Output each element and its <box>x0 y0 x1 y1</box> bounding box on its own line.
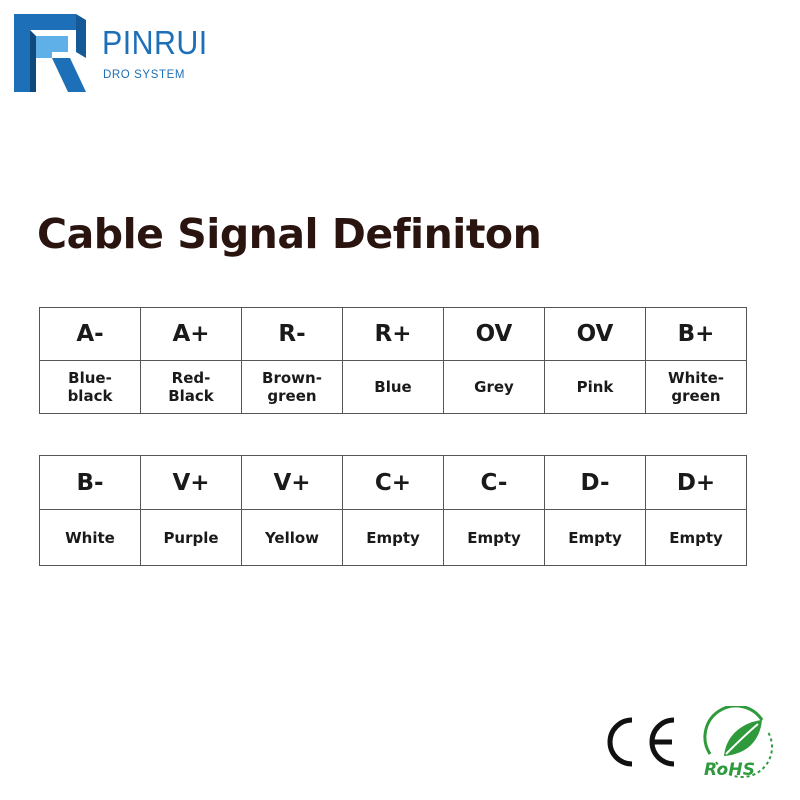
rohs-leaf-icon <box>703 706 773 779</box>
wire-color-cell: Empty <box>544 509 646 566</box>
signal-table-1: A- A+ R- R+ OV OV B+ Blue-black Red-Blac… <box>39 307 747 414</box>
wire-color-label: Blue <box>374 378 412 396</box>
signal-cell: B- <box>39 455 141 510</box>
signal-cell: C+ <box>342 455 444 510</box>
signal-cell: A- <box>39 307 141 361</box>
wire-color-label: Empty <box>669 528 723 547</box>
wire-color-label: White-green <box>668 369 724 405</box>
wire-color-cell: Yellow <box>241 509 343 566</box>
signal-cell: C- <box>443 455 545 510</box>
wire-color-cell: Empty <box>645 509 747 566</box>
color-row: White Purple Yellow Empty Empty Empty Em… <box>39 509 747 566</box>
signal-cell: R+ <box>342 307 444 361</box>
signal-cell: D- <box>544 455 646 510</box>
signal-cell: OV <box>443 307 545 361</box>
wire-color-label: Red-Black <box>168 369 214 405</box>
signal-table-2: B- V+ V+ C+ C- D- D+ White Purple Yellow… <box>39 455 747 566</box>
wire-color-cell: White <box>39 509 141 566</box>
ce-mark-icon <box>607 717 675 767</box>
signal-cell: OV <box>544 307 646 361</box>
wire-color-cell: Brown-green <box>241 360 343 414</box>
signal-cell: A+ <box>140 307 242 361</box>
wire-color-cell: White-green <box>645 360 747 414</box>
wire-color-cell: Purple <box>140 509 242 566</box>
wire-color-cell: Blue <box>342 360 444 414</box>
pinrui-logo-icon <box>14 14 86 92</box>
wire-color-label: Pink <box>576 378 614 396</box>
wire-color-cell: Blue-black <box>39 360 141 414</box>
brand-logo: PINRUI DRO SYSTEM <box>12 12 232 96</box>
wire-color-cell: Grey <box>443 360 545 414</box>
signal-cell: B+ <box>645 307 747 361</box>
wire-color-cell: Pink <box>544 360 646 414</box>
wire-color-label: Empty <box>366 528 420 547</box>
wire-color-cell: Empty <box>443 509 545 566</box>
wire-color-label: Empty <box>568 528 622 547</box>
wire-color-label: White <box>65 528 115 547</box>
color-row: Blue-black Red-Black Brown-green Blue Gr… <box>39 360 747 414</box>
signal-row: A- A+ R- R+ OV OV B+ <box>39 307 747 361</box>
brand-subtitle: DRO SYSTEM <box>103 69 186 81</box>
signal-cell: R- <box>241 307 343 361</box>
rohs-label: RoHS <box>704 760 756 780</box>
wire-color-label: Empty <box>467 528 521 547</box>
brand-name: PINRUI <box>102 24 208 61</box>
wire-color-label: Brown-green <box>262 369 322 405</box>
wire-color-cell: Red-Black <box>140 360 242 414</box>
wire-color-cell: Empty <box>342 509 444 566</box>
signal-row: B- V+ V+ C+ C- D- D+ <box>39 455 747 510</box>
wire-color-label: Purple <box>163 528 219 547</box>
signal-cell: V+ <box>140 455 242 510</box>
signal-cell: D+ <box>645 455 747 510</box>
wire-color-label: Grey <box>474 378 514 396</box>
signal-cell: V+ <box>241 455 343 510</box>
wire-color-label: Blue-black <box>67 369 113 405</box>
page-title: Cable Signal Definiton <box>37 210 542 258</box>
wire-color-label: Yellow <box>264 528 320 547</box>
